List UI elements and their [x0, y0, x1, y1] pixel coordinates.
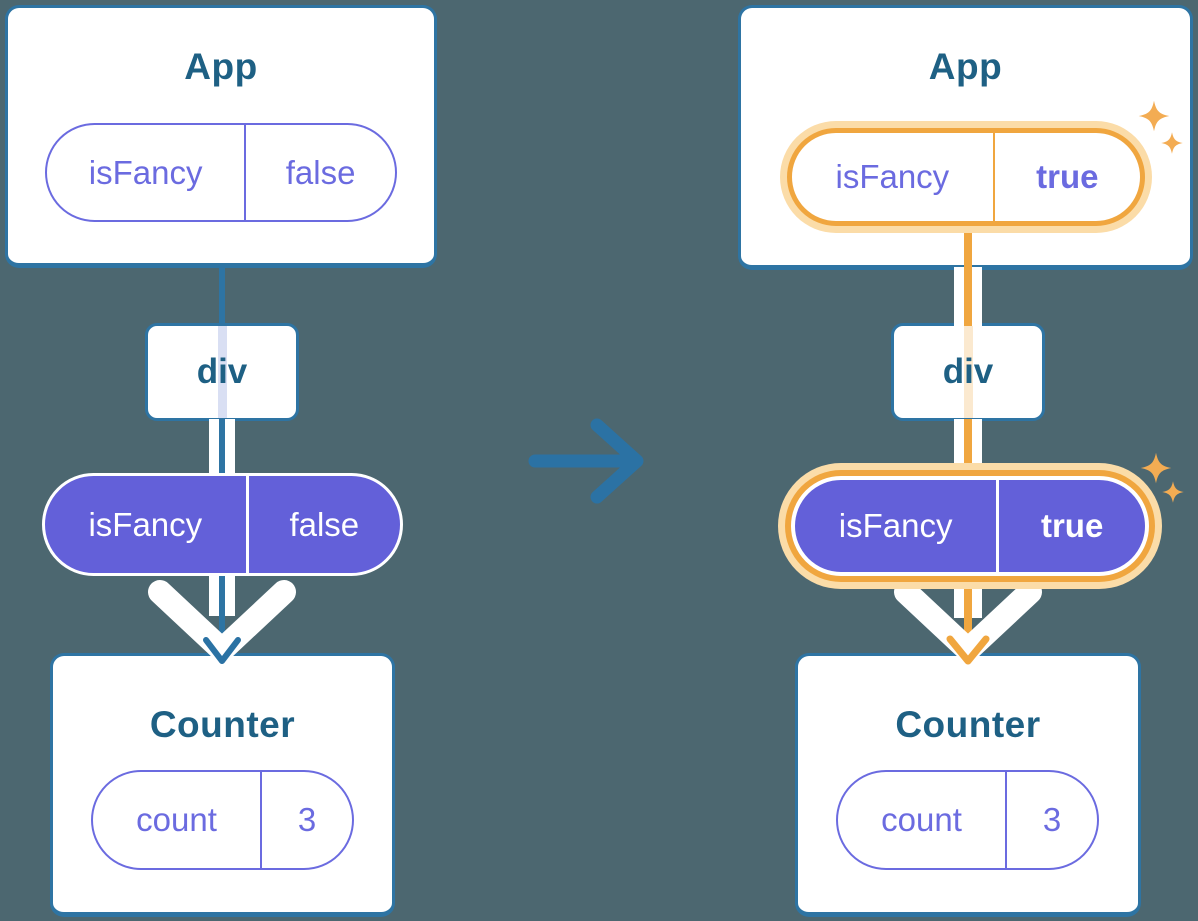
pill-key: isFancy: [835, 158, 950, 195]
pill-key: isFancy: [88, 505, 203, 543]
counter-state-pill-before: count 3: [91, 770, 354, 870]
connector-app-div-before: [219, 263, 225, 326]
div-box-before: div: [145, 323, 299, 421]
sparkle-icon: [1161, 132, 1183, 154]
counter-state-pill-after: count 3: [836, 770, 1099, 870]
sparkle-icon: [1162, 481, 1184, 503]
counter-title: Counter: [149, 704, 296, 745]
pill-key: count: [881, 801, 962, 838]
pill-divider: [244, 125, 247, 220]
connector-pill-cardedge-after: [964, 222, 972, 270]
pill-value: false: [289, 505, 360, 543]
prop-pill-before: isFancy false: [42, 473, 403, 576]
pill-value: 3: [297, 801, 317, 838]
prop-pass-through-stripe: [217, 326, 227, 418]
pill-divider: [260, 772, 263, 868]
pill-divider: [992, 133, 995, 221]
state-arrow-line-before: [219, 572, 225, 654]
app-title: App: [184, 46, 258, 87]
app-state-pill-after: isFancy true: [787, 128, 1145, 226]
div-label: div: [196, 352, 248, 391]
connector-app-div-after: [954, 267, 982, 326]
sparkle-icon: [1140, 452, 1172, 484]
pill-key: count: [136, 801, 217, 838]
counter-title: Counter: [895, 704, 1041, 745]
props-flow-chevron-icon: [894, 580, 1042, 662]
transition-arrow-icon: [528, 418, 644, 504]
pill-value: 3: [1042, 801, 1062, 838]
pill-value: true: [1036, 158, 1099, 195]
prop-pass-through-stripe: [963, 326, 973, 418]
pill-key: isFancy: [838, 507, 953, 544]
sparkle-icon: [1138, 100, 1170, 132]
pill-key: isFancy: [88, 153, 203, 191]
pill-divider: [996, 480, 1000, 572]
app-state-pill-before: isFancy false: [45, 123, 397, 222]
props-flow-chevron-icon: [148, 580, 296, 662]
state-arrow-line-after: [964, 574, 972, 654]
pill-value: false: [285, 153, 356, 191]
div-label: div: [942, 352, 994, 391]
div-box-after: div: [891, 323, 1045, 421]
prop-pill-after: isFancy true: [791, 476, 1149, 576]
pill-divider: [245, 476, 249, 573]
connector-div-pill-after: [954, 419, 982, 477]
app-title: App: [928, 46, 1003, 87]
pill-value: true: [1040, 507, 1104, 544]
connector-div-pill-before: [209, 419, 235, 476]
arrowhead-icon-before: [203, 637, 241, 664]
pill-divider: [1005, 772, 1008, 868]
arrowhead-icon-after: [946, 635, 990, 665]
